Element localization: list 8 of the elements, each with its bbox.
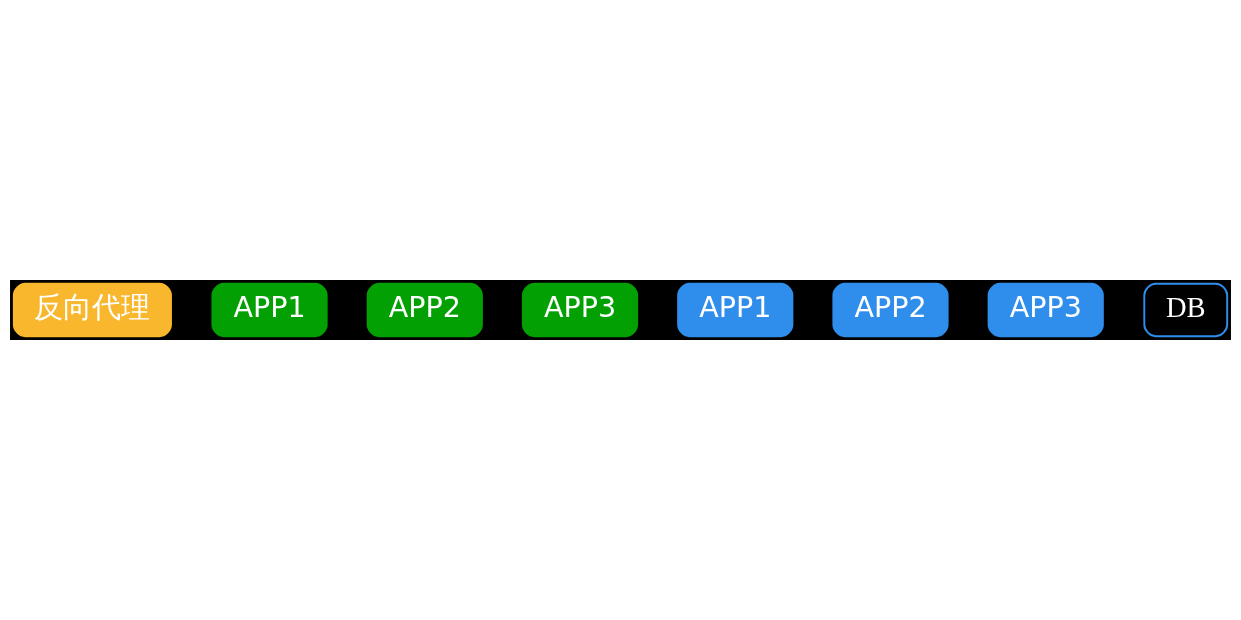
node-box: APP3 xyxy=(987,282,1104,338)
node-box: APP1 xyxy=(211,282,328,338)
node-box: APP3 xyxy=(521,282,639,338)
node-box: 反向代理 xyxy=(12,282,172,338)
node-box: APP1 xyxy=(677,282,794,338)
node-box: APP2 xyxy=(832,282,949,338)
node-box: DB xyxy=(1143,282,1229,338)
node-box: APP2 xyxy=(366,282,483,338)
